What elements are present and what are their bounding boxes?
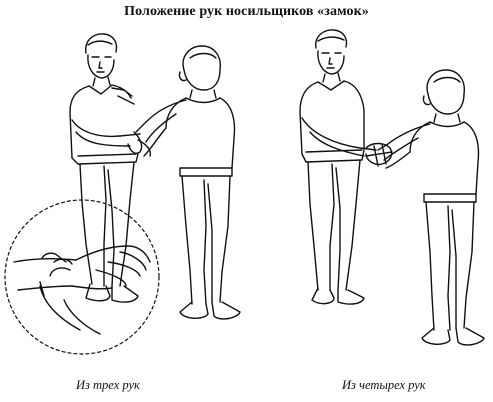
left-bearer-facing xyxy=(70,34,140,302)
left-bearer-back xyxy=(128,46,240,319)
caption-four-hands: Из четырех рук xyxy=(342,378,426,392)
figure-title: Положение рук носильщиков «замок» xyxy=(124,4,369,19)
right-bearer-back xyxy=(366,70,484,345)
caption-three-hands: Из трех рук xyxy=(76,378,140,392)
right-bearer-facing xyxy=(300,30,376,304)
grip-detail-inset xyxy=(5,200,159,354)
